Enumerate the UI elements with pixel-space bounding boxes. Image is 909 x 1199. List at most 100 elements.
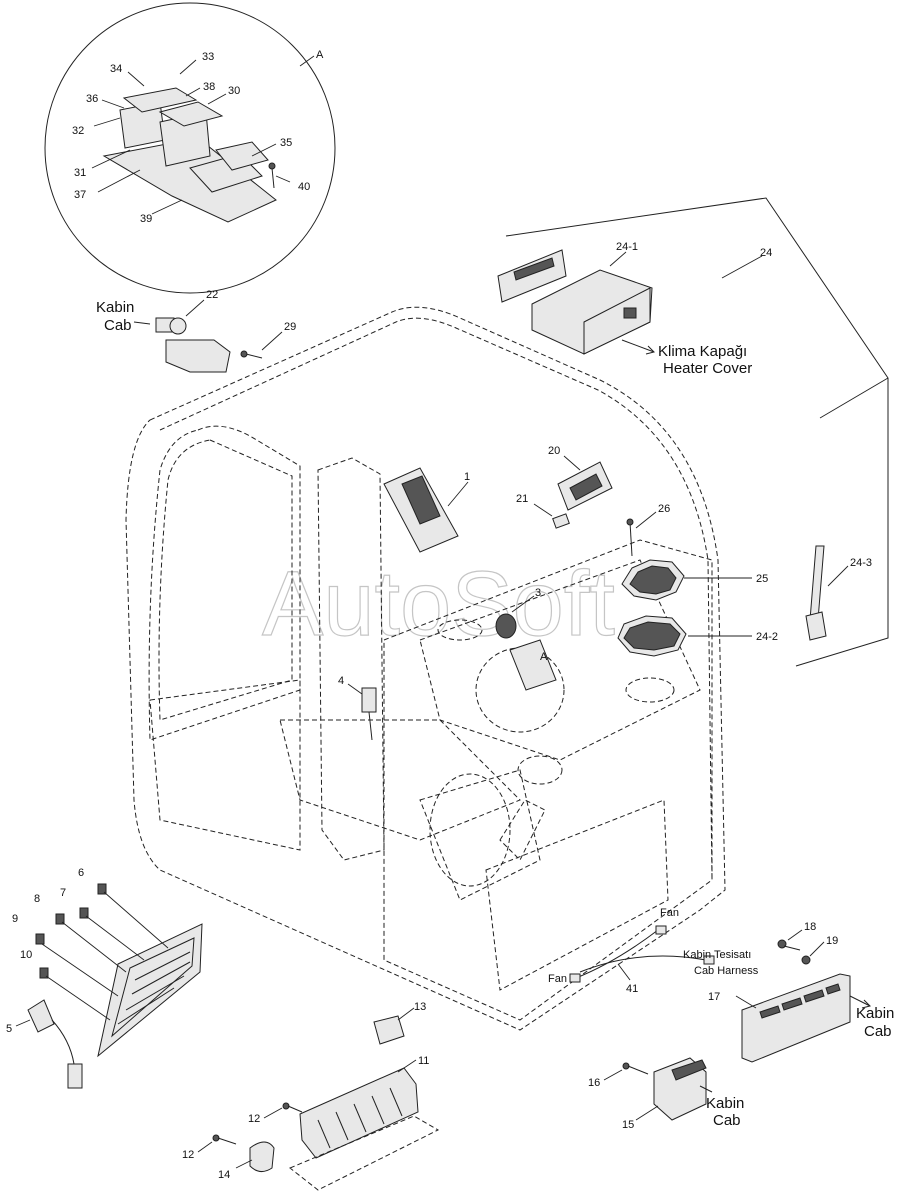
- callout-8: 8: [34, 893, 40, 905]
- speaker-opening: [625, 677, 675, 703]
- label-kabin-tesisati: Kabin Tesisatı: [683, 949, 751, 961]
- relay-module-part-15: 15 Kabin Cab: [622, 1057, 744, 1131]
- washer-icon: [801, 955, 811, 965]
- callout-a-ref: A: [540, 651, 548, 663]
- bolt-part-18: 18: [777, 921, 816, 951]
- label-kabin-22: Kabin: [96, 299, 134, 316]
- callout-11: 11: [418, 1055, 429, 1067]
- socket-face: [569, 473, 603, 501]
- relay-icon: [361, 687, 377, 713]
- washer-part-19: 19: [801, 935, 838, 965]
- console-top: [419, 559, 701, 761]
- grille-mesh: [629, 565, 677, 595]
- callout-34: 34: [110, 63, 122, 75]
- watermark: AutoSoft: [262, 553, 615, 655]
- callout-39: 39: [140, 213, 152, 225]
- connector-port: [803, 989, 825, 1003]
- grille-slots: [111, 937, 195, 1038]
- cab-inner-edge: [159, 317, 713, 881]
- callout-25: 25: [756, 573, 768, 585]
- callout-31: 31: [74, 167, 86, 179]
- bolt-icon: [240, 350, 248, 358]
- fan-opening: [429, 773, 511, 887]
- lamp-bracket: [165, 339, 231, 373]
- floor-panel: [279, 719, 521, 841]
- callout-16: 16: [588, 1077, 600, 1089]
- callout-41: 41: [626, 983, 638, 995]
- fuse-block-base: [289, 1115, 440, 1191]
- clip-icon: [97, 883, 107, 895]
- switch-part-3: 3 A: [495, 587, 557, 691]
- callout-14: 14: [218, 1169, 230, 1181]
- cab-outer-shell: [125, 306, 726, 1031]
- label-fan-bottom: Fan: [548, 973, 567, 985]
- lamp-icon: [169, 317, 187, 335]
- fuse-block-part-11: 11: [289, 1055, 440, 1191]
- clip-icon: [79, 907, 89, 919]
- label-fan-top: Fan: [660, 907, 679, 919]
- callout-30: 30: [228, 85, 240, 97]
- cab-harness-part-41: 41 Fan Fan Kabin Tesisatı Cab Harness: [548, 907, 759, 995]
- cab-lower-window: [149, 679, 301, 851]
- callout-22: 22: [206, 289, 218, 301]
- cab-body: [125, 306, 726, 1031]
- lever-rod: [809, 545, 825, 621]
- lever-base: [805, 611, 827, 641]
- console-hole: [437, 619, 483, 641]
- clip-icon: [39, 967, 49, 979]
- callout-24-1: 24-1: [616, 241, 638, 253]
- callout-40: 40: [298, 181, 310, 193]
- screw-part-12: 12 12: [182, 1102, 303, 1161]
- screw-icon: [268, 162, 276, 170]
- relay-part-4: 4: [338, 675, 377, 741]
- connector-icon: [569, 973, 581, 983]
- callout-32: 32: [72, 125, 84, 137]
- cab-door-window-inner: [158, 439, 293, 721]
- connector-port: [781, 997, 803, 1011]
- callout-24: 24: [760, 247, 772, 259]
- callout-21: 21: [516, 493, 528, 505]
- side-grille-panel: 6 7 8 9 10 5: [6, 867, 203, 1089]
- rocker-switch-cap: [122, 87, 198, 113]
- callout-29: 29: [284, 321, 296, 333]
- clip-icon: [55, 913, 65, 925]
- callout-38: 38: [203, 81, 215, 93]
- bolt-part-29: 29: [240, 321, 296, 359]
- callout-20: 20: [548, 445, 560, 457]
- monitor-screen: [401, 475, 441, 525]
- heater-cover-kit-24: 24 24-1 Klima Kapağı Heater Cover 24-3: [497, 197, 889, 667]
- screw-part-26: 26: [626, 503, 670, 557]
- toggle-switch: [27, 999, 55, 1033]
- callout-36: 36: [86, 93, 98, 105]
- label-klima-kapagi: Klima Kapağı: [658, 343, 747, 360]
- connector-icon: [703, 955, 715, 965]
- label-cab-17: Cab: [864, 1023, 892, 1040]
- label-kabin-17: Kabin: [856, 1005, 894, 1022]
- bolt-icon: [777, 939, 787, 949]
- callout-17: 17: [708, 991, 720, 1003]
- fuse-icon: [552, 513, 570, 529]
- lamp-part-22: Kabin Cab 22: [96, 289, 231, 373]
- callout-15: 15: [622, 1119, 634, 1131]
- callout-26: 26: [658, 503, 670, 515]
- relay-part-13: 13: [373, 1001, 426, 1045]
- label-cab-harness: Cab Harness: [694, 965, 759, 977]
- screw-part-16: 16: [588, 1062, 649, 1089]
- callout-33: 33: [202, 51, 214, 63]
- cup-holder: [517, 755, 563, 785]
- buzzer-icon: [249, 1141, 275, 1172]
- callout-24-3: 24-3: [850, 557, 872, 569]
- label-heater-cover: Heater Cover: [663, 360, 752, 377]
- speaker-cover-part-24-2: 24-2: [617, 615, 778, 657]
- cover-mesh: [623, 621, 681, 651]
- callout-6: 6: [78, 867, 84, 879]
- switch-blank: [215, 141, 269, 171]
- callout-12b: 12: [182, 1149, 194, 1161]
- socket-part-20: 20: [548, 445, 613, 511]
- callout-10: 10: [20, 949, 32, 961]
- harness-wire: [575, 929, 659, 979]
- callout-18: 18: [804, 921, 816, 933]
- detail-marker: A: [316, 49, 324, 61]
- label-kabin-15: Kabin: [706, 1095, 744, 1112]
